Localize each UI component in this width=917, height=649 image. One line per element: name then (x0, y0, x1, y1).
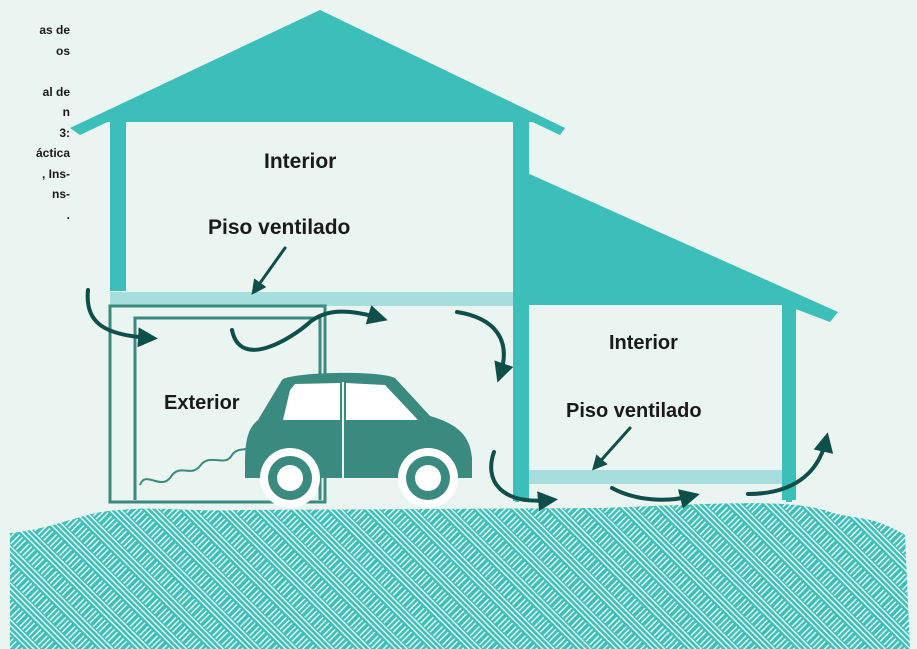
lower-floor-label: Piso ventilado (566, 400, 702, 422)
pier-left (515, 484, 519, 502)
lower-interior-label: Interior (609, 332, 678, 354)
pointer-upper-floor (251, 246, 287, 295)
side-note-line: 3: (59, 125, 70, 140)
side-note-line (0, 61, 70, 82)
side-note-line: al de (42, 84, 70, 99)
pier-right (523, 484, 527, 502)
airflow-arrow-4 (489, 450, 558, 512)
side-note-line: , Ins- (41, 166, 70, 181)
airflow-arrow-3 (455, 310, 514, 383)
lower-floor-slab (529, 470, 782, 484)
side-note-line: áctica (35, 146, 70, 160)
wing-roof (525, 172, 838, 322)
main-right-wall (513, 118, 529, 501)
airflow-arrow-5 (610, 486, 700, 509)
exhaust-fumes (139, 445, 256, 486)
upper-floor-label: Piso ventilado (208, 216, 351, 239)
side-note-line: n (62, 105, 70, 119)
side-note-line: os (55, 43, 70, 58)
side-note: as de os al de n 3: áctica , Ins- ns- . (0, 20, 70, 225)
side-note-line: . (66, 207, 70, 222)
pointer-lower-floor (591, 426, 632, 471)
side-note-line: as de (39, 23, 70, 37)
upper-floor-slab (110, 292, 513, 306)
airflow-arrow-2 (230, 305, 388, 352)
wing-right-wall (782, 300, 796, 500)
side-note-line: ns- (52, 187, 70, 201)
pier-wing (786, 484, 792, 502)
airflow-arrows (85, 246, 834, 512)
main-roof-fill (88, 14, 552, 122)
airflow-arrow-1 (85, 288, 158, 348)
airflow-arrow-6 (746, 432, 834, 496)
main-left-wall (110, 118, 126, 291)
upper-interior-label: Interior (264, 150, 337, 173)
ground (10, 503, 910, 649)
exterior-label: Exterior (164, 392, 240, 414)
car (245, 372, 472, 508)
